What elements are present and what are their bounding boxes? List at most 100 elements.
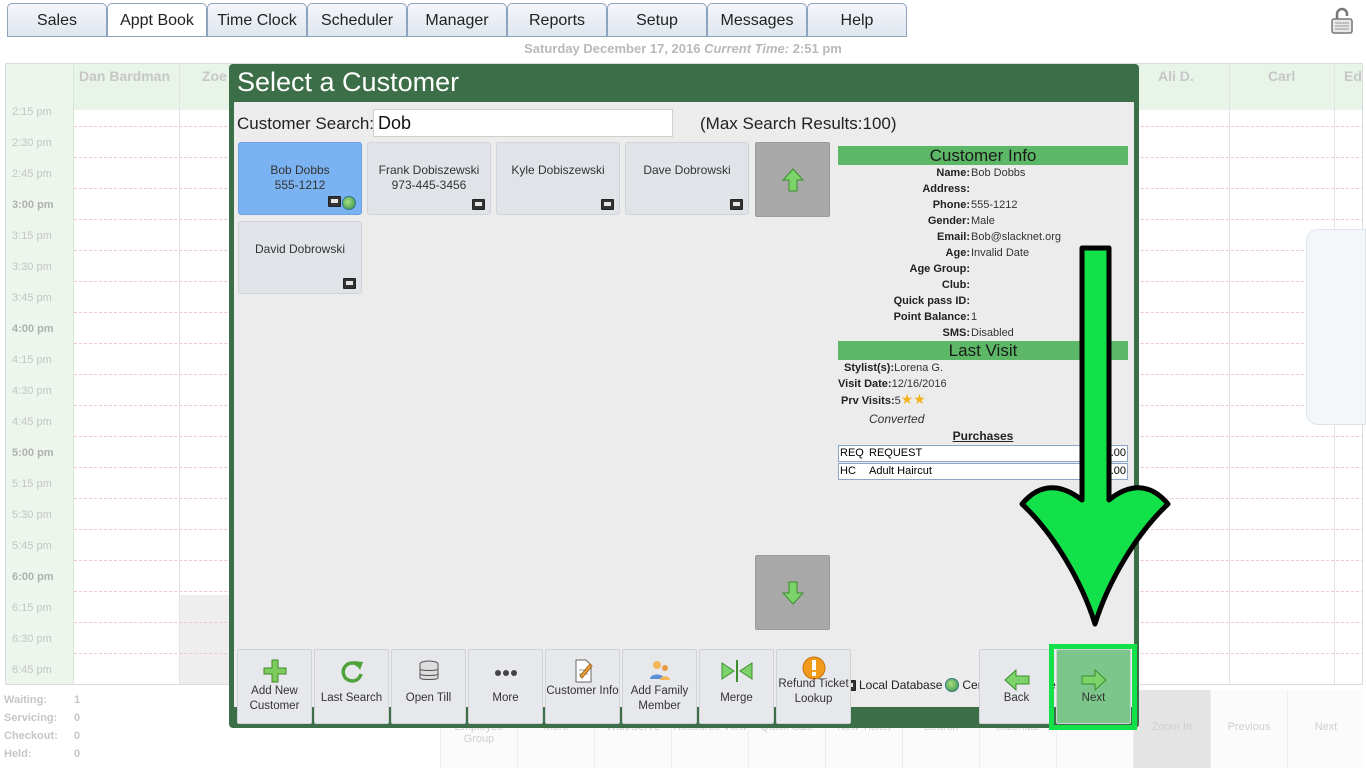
star-icon: ★ bbox=[913, 391, 926, 407]
customer-info-row: Quick pass ID: bbox=[893, 295, 970, 307]
top-tabs: Sales Appt Book Time Clock Scheduler Man… bbox=[7, 3, 907, 37]
arrow-up-icon bbox=[782, 168, 804, 192]
time-slot-label: 4:15 pm bbox=[12, 354, 52, 366]
stat-waiting: Waiting:1 bbox=[4, 694, 81, 706]
tab-time-clock[interactable]: Time Clock bbox=[207, 3, 307, 37]
customer-card[interactable]: Kyle Dobiszewski bbox=[496, 142, 620, 215]
zoom-in-button[interactable]: Zoom In bbox=[1133, 690, 1210, 768]
dialog-title: Select a Customer bbox=[237, 67, 460, 97]
database-icon bbox=[419, 660, 438, 680]
time-slot-label: 5:30 pm bbox=[12, 509, 52, 521]
customer-info-row: SMS:Disabled bbox=[942, 327, 1014, 339]
add-family-member-button[interactable]: Add Family Member bbox=[622, 649, 697, 724]
warning-icon bbox=[802, 656, 825, 680]
stat-servicing: Servicing:0 bbox=[4, 712, 81, 724]
last-search-button[interactable]: Last Search bbox=[314, 649, 389, 724]
merge-button[interactable]: Merge bbox=[699, 649, 774, 724]
time-slot-label: 6:30 pm bbox=[12, 633, 52, 645]
customer-phone: 973-445-3456 bbox=[391, 178, 467, 192]
document-edit-icon bbox=[575, 659, 593, 683]
tab-help[interactable]: Help bbox=[807, 3, 907, 37]
customer-name: David Dobrowski bbox=[254, 242, 346, 256]
customer-info-row: Club: bbox=[941, 279, 970, 291]
arrow-left-icon bbox=[1003, 669, 1029, 691]
next-button-highlight bbox=[1049, 644, 1137, 730]
plus-icon bbox=[263, 659, 286, 683]
scroll-down-button[interactable] bbox=[755, 555, 830, 630]
tabs-divider bbox=[7, 36, 907, 37]
time-slot-label: 5:45 pm bbox=[12, 540, 52, 552]
visit-date-row: Visit Date:12/16/2016 bbox=[838, 378, 947, 390]
annotation-arrow-icon bbox=[1019, 245, 1171, 627]
next-day-button[interactable]: Next bbox=[1287, 690, 1364, 768]
tab-scheduler[interactable]: Scheduler bbox=[307, 3, 407, 37]
local-database-icon bbox=[472, 199, 485, 210]
refresh-icon bbox=[341, 661, 363, 683]
tab-manager[interactable]: Manager bbox=[407, 3, 507, 37]
time-slot-label: 3:15 pm bbox=[12, 230, 52, 242]
more-dots-icon bbox=[494, 670, 517, 676]
more-options-button[interactable]: More bbox=[468, 649, 543, 724]
time-slot-label: 2:45 pm bbox=[12, 168, 52, 180]
time-slot-label: 6:15 pm bbox=[12, 602, 52, 614]
customer-phone: 555-1212 bbox=[274, 178, 326, 192]
side-scroll-panel[interactable] bbox=[1306, 229, 1366, 425]
time-slot-label: 6:45 pm bbox=[12, 664, 52, 676]
max-search-results: (Max Search Results:100) bbox=[700, 114, 897, 133]
column-header: Zoe bbox=[202, 68, 227, 84]
customer-info-row: Name:Bob Dobbs bbox=[936, 167, 1026, 179]
dialog-body: Customer Search: (Max Search Results:100… bbox=[234, 102, 1134, 707]
scroll-up-button[interactable] bbox=[755, 142, 830, 217]
merge-arrows-icon bbox=[721, 660, 752, 682]
column-header: Dan Bardman bbox=[79, 68, 171, 84]
time-slot-label: 4:30 pm bbox=[12, 385, 52, 397]
next-button[interactable]: Next bbox=[1056, 649, 1131, 724]
customer-name: Kyle Dobiszewski bbox=[511, 163, 605, 177]
customer-card[interactable]: David Dobrowski bbox=[238, 221, 362, 294]
queue-stats: Waiting:1 Servicing:0 Checkout:0 Held:0 bbox=[4, 694, 80, 766]
time-slot-label: 3:30 pm bbox=[12, 261, 52, 273]
tab-sales[interactable]: Sales bbox=[7, 3, 107, 37]
add-new-customer-button[interactable]: Add New Customer bbox=[237, 649, 312, 724]
current-date: Saturday December 17, 2016 bbox=[524, 41, 701, 56]
customer-card[interactable]: Bob Dobbs 555-1212 bbox=[238, 142, 362, 215]
customer-info-row: Phone:555-1212 bbox=[932, 199, 1018, 211]
arrow-right-icon bbox=[1081, 669, 1107, 691]
customer-card[interactable]: Frank Dobiszewski 973-445-3456 bbox=[367, 142, 491, 215]
family-icon bbox=[649, 661, 670, 680]
lock-icon[interactable] bbox=[1327, 6, 1357, 36]
column-header: Carl bbox=[1268, 68, 1296, 84]
back-button[interactable]: Back bbox=[979, 649, 1054, 724]
time-slot-label: 3:00 pm bbox=[12, 199, 54, 211]
time-column bbox=[6, 64, 74, 684]
local-database-icon bbox=[343, 278, 356, 289]
column-header: Ed bbox=[1344, 68, 1362, 84]
customer-info-row: Age:Invalid Date bbox=[945, 247, 1030, 259]
time-slot-label: 2:15 pm bbox=[12, 106, 52, 118]
star-icon: ★ bbox=[900, 391, 914, 407]
customer-info-row: Age Group: bbox=[909, 263, 971, 275]
previous-button[interactable]: Previous bbox=[1210, 690, 1287, 768]
local-database-icon bbox=[328, 196, 341, 207]
local-database-icon bbox=[601, 199, 614, 210]
current-time: 2:51 pm bbox=[792, 41, 842, 56]
customer-info-row: Gender:Male bbox=[927, 215, 995, 227]
refund-ticket-lookup-button[interactable]: Refund Ticket Lookup bbox=[776, 649, 851, 724]
tab-setup[interactable]: Setup bbox=[607, 3, 707, 37]
arrow-down-icon bbox=[782, 581, 804, 605]
converted-status: Converted bbox=[869, 412, 925, 426]
tab-messages[interactable]: Messages bbox=[707, 3, 807, 37]
customer-info-header: Customer Info bbox=[838, 146, 1128, 165]
customer-search-input[interactable] bbox=[373, 109, 673, 137]
customer-info-button[interactable]: Customer Info bbox=[545, 649, 620, 724]
stylist-row: Stylist(s):Lorena G. bbox=[844, 362, 944, 374]
customer-card[interactable]: Dave Dobrowski bbox=[625, 142, 749, 215]
tab-appt-book[interactable]: Appt Book bbox=[107, 3, 207, 37]
tab-reports[interactable]: Reports bbox=[507, 3, 607, 37]
open-till-button[interactable]: Open Till bbox=[391, 649, 466, 724]
stat-held: Held:0 bbox=[4, 748, 81, 760]
prev-visits-row: Prv Visits:5 ★★ bbox=[838, 392, 1128, 410]
